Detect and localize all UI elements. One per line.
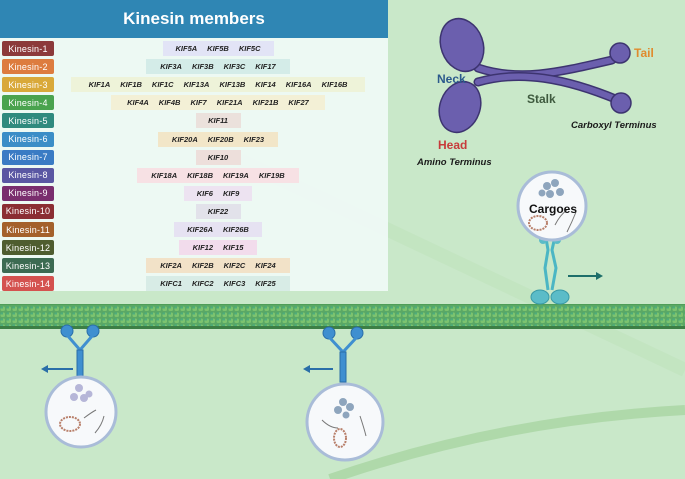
member-gene: KIF19A (222, 170, 249, 180)
cargo-vesicle-right (516, 170, 603, 305)
member-gene: KIF20B (207, 134, 234, 144)
member-gene: KIF13A (183, 80, 210, 90)
member-gene: KIF11 (208, 116, 228, 126)
cargo-vesicle-left (41, 324, 118, 449)
member-gene: KIF2C (223, 261, 246, 271)
family-label: Kinesin-2 (2, 59, 54, 75)
member-row: KIF2A KIF2B KIF2C KIF24 (146, 258, 290, 274)
member-gene: KIFC3 (223, 279, 246, 289)
member-row: KIF22 (195, 203, 241, 219)
member-gene: KIF20A (171, 134, 198, 144)
label-amino-terminus: Amino Terminus (417, 157, 492, 168)
family-label: Kinesin-12 (2, 240, 54, 256)
member-gene: KIF26A (187, 225, 213, 234)
label-carboxyl-terminus: Carboxyl Terminus (571, 120, 657, 131)
family-label: Kinesin-10 (2, 203, 54, 219)
panel-title: Kinesin members (0, 0, 388, 38)
member-row: KIF26A KIF26B (174, 222, 262, 237)
member-gene: KIF27 (288, 98, 309, 108)
member-gene: KIFC2 (191, 279, 214, 289)
member-row: KIF5A KIF5B KIF5C (162, 41, 274, 56)
member-gene: KIF17 (255, 62, 276, 72)
cargo-vesicle-middle (303, 326, 385, 462)
label-tail: Tail (634, 46, 654, 60)
member-row: KIF18A KIF18B KIF19A KIF19B (136, 167, 300, 183)
microtubule (0, 304, 685, 329)
label-neck: Neck (437, 72, 466, 86)
family-label: Kinesin-7 (2, 149, 54, 165)
member-gene: KIF23 (243, 134, 265, 144)
member-gene: KIF24 (255, 261, 276, 271)
label-stalk: Stalk (527, 92, 556, 106)
member-gene: KIF13B (219, 80, 246, 90)
member-gene: KIF5C (238, 44, 261, 53)
member-gene: KIF5B (207, 44, 229, 53)
member-row: KIFC1 KIFC2 KIFC3 KIF25 (146, 276, 290, 292)
member-gene: KIF19B (258, 170, 285, 180)
member-gene: KIF18B (187, 170, 213, 180)
member-gene: KIF6 (196, 188, 213, 198)
member-row: KIF10 (195, 149, 241, 165)
member-gene: KIF14 (255, 80, 276, 90)
member-gene: KIF3B (191, 62, 214, 72)
member-gene: KIF3C (223, 62, 246, 72)
member-gene: KIF10 (207, 152, 229, 162)
member-gene: KIF5A (175, 44, 198, 53)
family-label: Kinesin-5 (2, 113, 54, 129)
label-cargoes: Cargoes (529, 202, 578, 216)
member-row: KIF6 KIF9 (183, 185, 253, 201)
background-microtubule (328, 405, 685, 479)
member-gene: KIF15 (223, 243, 244, 253)
family-label: Kinesin-13 (2, 258, 54, 274)
member-row: KIF3A KIF3B KIF3C KIF17 (146, 59, 290, 75)
motor-head-top (439, 17, 485, 73)
member-gene: KIF1C (151, 80, 174, 90)
member-row: KIF1A KIF1B KIF1C KIF13A KIF13B KIF14 KIF16A KI… (70, 77, 366, 93)
family-label: Kinesin-9 (2, 185, 54, 201)
member-gene: KIF4A (127, 98, 149, 108)
member-gene: KIF4B (158, 98, 181, 108)
family-label: Kinesin-8 (2, 167, 54, 183)
member-gene: KIF26B (222, 225, 249, 234)
member-gene: KIF25 (255, 279, 276, 289)
member-gene: KIF21B (252, 98, 279, 108)
member-row: KIF12 KIF15 (179, 240, 257, 256)
member-gene: KIF1B (120, 80, 142, 90)
family-label: Kinesin-1 (2, 41, 54, 56)
member-row: KIF11 (195, 113, 241, 129)
family-label: Kinesin-3 (2, 77, 54, 93)
family-label: Kinesin-14 (2, 276, 54, 292)
member-gene: KIF9 (222, 188, 240, 198)
member-gene: KIF21A (216, 98, 243, 108)
member-gene: KIF3A (160, 62, 182, 72)
family-label: Kinesin-11 (2, 222, 54, 237)
member-gene: KIF2A (160, 261, 182, 271)
family-label: Kinesin-6 (2, 131, 54, 147)
member-gene: KIF2B (191, 261, 214, 271)
member-gene: KIF1A (88, 80, 111, 90)
member-gene: KIF18A (151, 170, 178, 180)
motor-head-bottom (438, 80, 482, 134)
member-row: KIF4A KIF4B KIF7 KIF21A KIF21B KIF27 (110, 95, 326, 111)
member-gene: KIF22 (207, 206, 229, 216)
member-gene: KIF7 (190, 98, 207, 108)
tail-domain-top (609, 42, 631, 64)
family-label: Kinesin-4 (2, 95, 54, 111)
member-gene: KIF12 (192, 243, 213, 253)
tail-domain-bottom (610, 92, 632, 114)
kinesin-structure (438, 17, 632, 134)
member-gene: KIFC1 (160, 279, 182, 289)
member-row: KIF20A KIF20B KIF23 (157, 131, 279, 147)
label-head: Head (438, 138, 468, 152)
member-gene: KIF16B (321, 80, 348, 90)
member-gene: KIF16A (285, 80, 312, 90)
